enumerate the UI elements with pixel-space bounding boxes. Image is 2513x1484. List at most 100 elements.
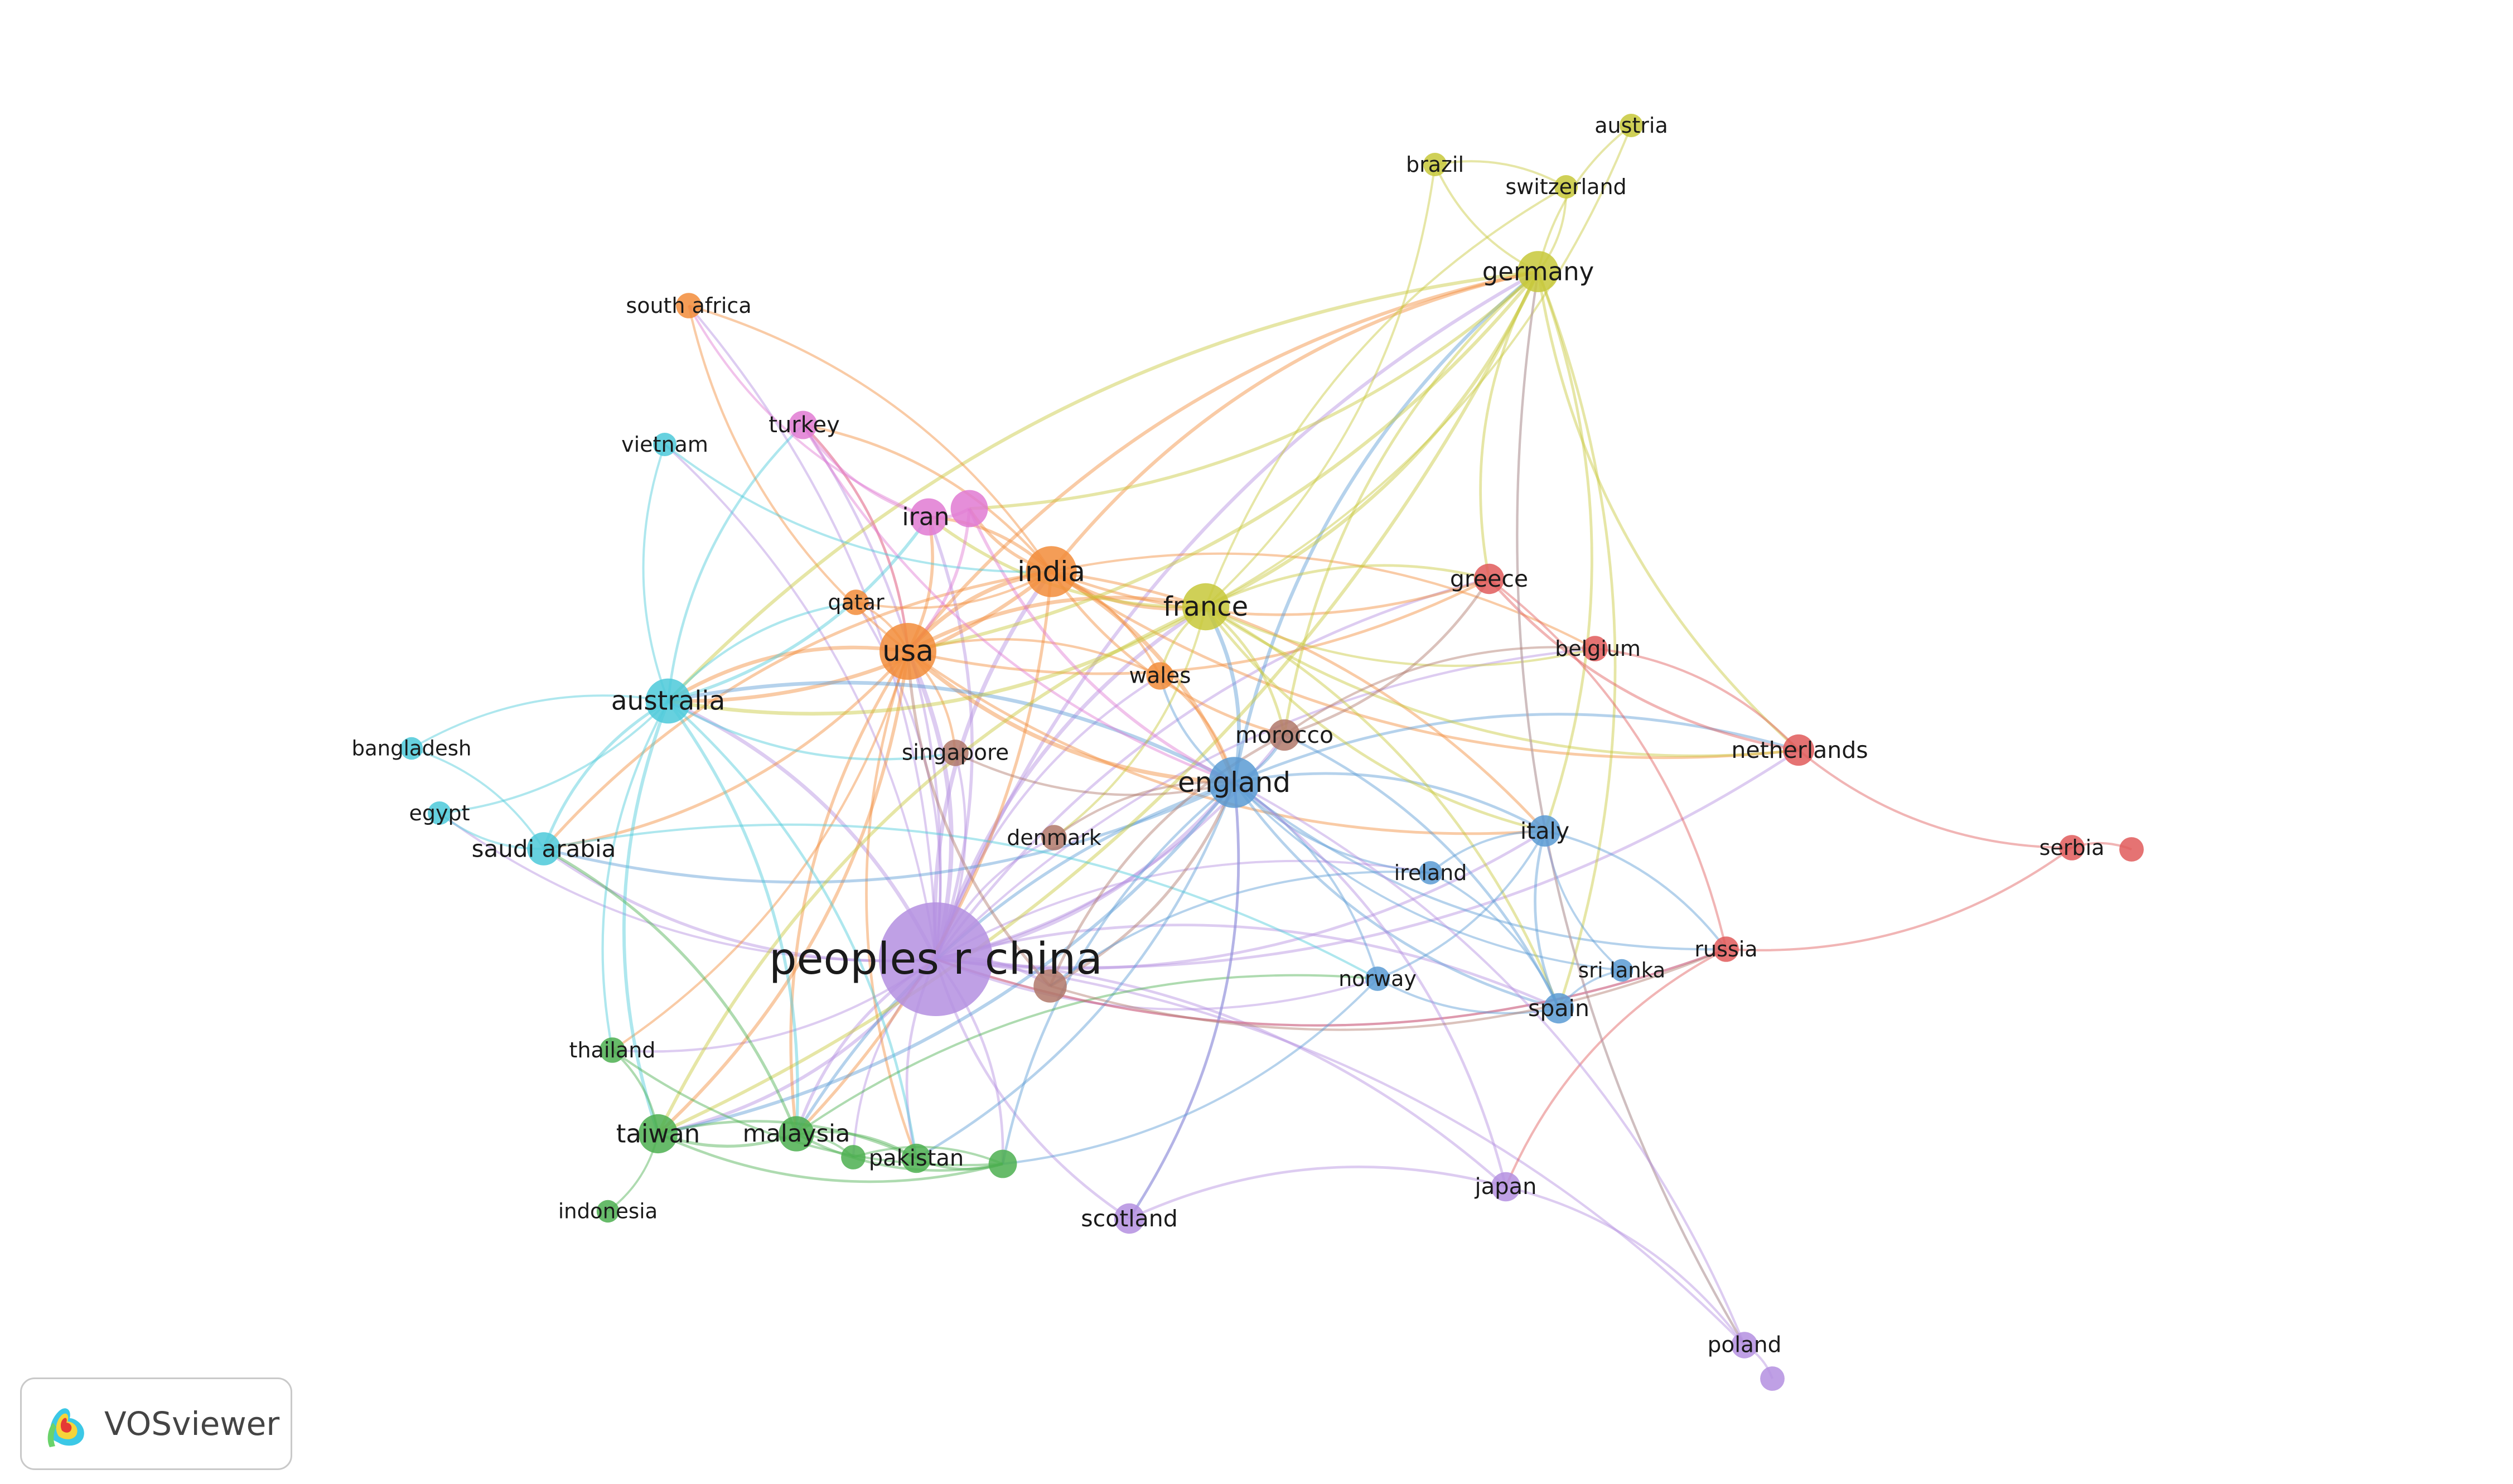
label-taiwan[interactable]: taiwan xyxy=(616,1119,700,1149)
label-italy[interactable]: italy xyxy=(1520,818,1569,844)
link-france-netherlands xyxy=(1205,605,1799,757)
node-india[interactable] xyxy=(1026,546,1077,597)
node-indonesia[interactable] xyxy=(596,1200,620,1223)
label-australia[interactable]: australia xyxy=(611,686,726,717)
node-qatar[interactable] xyxy=(843,589,869,615)
label-iran[interactable]: iran xyxy=(902,503,949,531)
link-taiwan-greennode xyxy=(658,1132,1003,1183)
label-japan[interactable]: japan xyxy=(1475,1174,1537,1200)
label-spain[interactable]: spain xyxy=(1528,995,1589,1022)
node-singapore[interactable] xyxy=(942,739,969,766)
node-vietnam[interactable] xyxy=(653,433,676,456)
node-denmark[interactable] xyxy=(1041,825,1067,850)
node-brazil[interactable] xyxy=(1423,153,1447,176)
node-malaysia[interactable] xyxy=(779,1116,814,1152)
node-poland[interactable] xyxy=(1731,1332,1758,1359)
label-ireland[interactable]: ireland xyxy=(1394,861,1467,885)
label-brazil[interactable]: brazil xyxy=(1406,152,1464,177)
node-chinanode2[interactable] xyxy=(1033,969,1067,1003)
node-spain[interactable] xyxy=(1543,993,1574,1024)
node-greensmall[interactable] xyxy=(841,1145,866,1169)
link-china-poland xyxy=(935,958,1746,1346)
node-scotland[interactable] xyxy=(1114,1203,1145,1234)
label-germany[interactable]: germany xyxy=(1482,257,1594,287)
node-usa[interactable] xyxy=(879,623,936,680)
label-bangladesh[interactable]: bangladesh xyxy=(351,737,471,761)
node-greennode[interactable] xyxy=(988,1149,1017,1178)
node-england[interactable] xyxy=(1209,757,1260,808)
label-netherlands[interactable]: netherlands xyxy=(1731,737,1868,763)
label-switzerland[interactable]: switzerland xyxy=(1505,175,1626,199)
label-norway[interactable]: norway xyxy=(1338,966,1417,991)
node-italy[interactable] xyxy=(1529,815,1561,847)
node-poland2[interactable] xyxy=(1760,1366,1785,1391)
label-austria[interactable]: austria xyxy=(1594,113,1668,138)
node-austria[interactable] xyxy=(1620,114,1643,137)
label-denmark[interactable]: denmark xyxy=(1007,825,1101,850)
node-taiwan[interactable] xyxy=(638,1114,678,1154)
node-serbia2[interactable] xyxy=(2119,837,2144,862)
label-thailand[interactable]: thailand xyxy=(569,1038,656,1062)
label-turkey[interactable]: turkey xyxy=(769,412,840,438)
label-egypt[interactable]: egypt xyxy=(409,801,470,825)
node-ireland[interactable] xyxy=(1419,861,1442,884)
node-saudi[interactable] xyxy=(527,832,560,866)
node-australia[interactable] xyxy=(645,678,691,724)
label-france[interactable]: france xyxy=(1163,591,1248,622)
label-england[interactable]: england xyxy=(1178,766,1291,799)
label-usa[interactable]: usa xyxy=(882,635,934,668)
node-china[interactable] xyxy=(879,902,993,1016)
link-china-egypt xyxy=(438,812,936,962)
link-netherlands-serbia xyxy=(1797,749,2072,849)
node-greece[interactable] xyxy=(1473,563,1505,594)
link-greece-russia xyxy=(1488,578,1728,950)
node-germany[interactable] xyxy=(1518,251,1559,292)
node-france[interactable] xyxy=(1182,583,1230,631)
node-japan[interactable] xyxy=(1491,1172,1521,1202)
node-southafrica[interactable] xyxy=(676,293,702,318)
node-netherlands[interactable] xyxy=(1782,734,1815,766)
node-wales[interactable] xyxy=(1146,662,1174,690)
node-serbia[interactable] xyxy=(2059,835,2085,861)
node-norway[interactable] xyxy=(1365,966,1390,991)
node-srilanka[interactable] xyxy=(1610,959,1634,982)
label-china[interactable]: peoples r china xyxy=(769,934,1103,984)
label-india[interactable]: india xyxy=(1017,555,1085,588)
link-france-italy xyxy=(1205,606,1545,833)
label-wales[interactable]: wales xyxy=(1129,664,1191,689)
link-iran2-england xyxy=(968,507,1235,784)
label-poland[interactable]: poland xyxy=(1708,1333,1782,1358)
node-thailand[interactable] xyxy=(600,1037,625,1063)
node-switzerland[interactable] xyxy=(1554,175,1578,199)
label-pakistan[interactable]: pakistan xyxy=(869,1145,964,1171)
link-france-australia xyxy=(668,605,1207,716)
node-morocco[interactable] xyxy=(1268,719,1301,751)
node-russia[interactable] xyxy=(1713,936,1739,962)
label-vietnam[interactable]: vietnam xyxy=(621,432,708,457)
label-serbia[interactable]: serbia xyxy=(2040,835,2105,860)
label-belgium[interactable]: belgium xyxy=(1555,636,1641,661)
label-srilanka[interactable]: sri lanka xyxy=(1578,959,1665,983)
node-egypt[interactable] xyxy=(428,801,451,825)
node-belgium[interactable] xyxy=(1582,636,1608,661)
node-iran[interactable] xyxy=(910,498,948,536)
link-china-vietnam xyxy=(664,443,937,960)
node-bangladesh[interactable] xyxy=(400,737,423,760)
label-scotland[interactable]: scotland xyxy=(1081,1205,1178,1232)
label-southafrica[interactable]: south africa xyxy=(626,293,751,318)
label-malaysia[interactable]: malaysia xyxy=(743,1120,850,1148)
node-turkey[interactable] xyxy=(789,410,818,439)
link-india-turkey xyxy=(803,423,1052,573)
label-saudi[interactable]: saudi arabia xyxy=(472,835,616,863)
label-greece[interactable]: greece xyxy=(1450,565,1528,592)
label-indonesia[interactable]: indonesia xyxy=(558,1200,658,1224)
node-pakistan[interactable] xyxy=(901,1143,931,1173)
label-qatar[interactable]: qatar xyxy=(828,590,885,615)
link-usa-taiwan xyxy=(656,651,910,1135)
label-morocco[interactable]: morocco xyxy=(1235,722,1333,748)
label-russia[interactable]: russia xyxy=(1694,937,1757,961)
label-singapore[interactable]: singapore xyxy=(902,741,1009,766)
node-iran2[interactable] xyxy=(950,490,988,528)
link-germany-australia xyxy=(666,269,1539,703)
